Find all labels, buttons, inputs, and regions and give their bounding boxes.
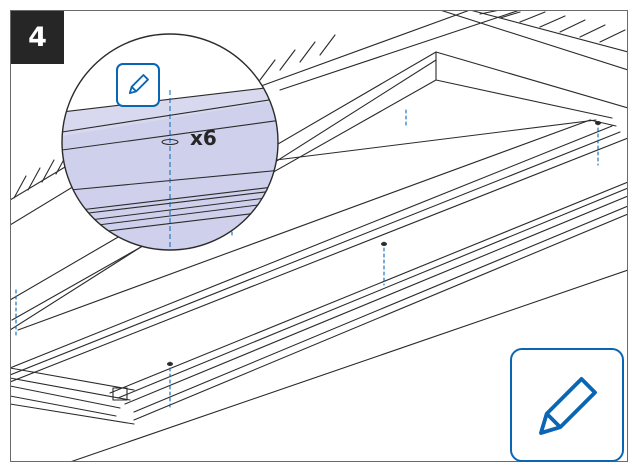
ceiling-edge [249, 10, 628, 91]
detail-magnifier [61, 33, 279, 251]
pencil-icon [510, 348, 624, 462]
screw-markers [169, 109, 599, 409]
quantity-label: x6 [190, 126, 217, 150]
pencil-icon-glyph [128, 74, 149, 95]
step-number-badge: 4 [11, 11, 64, 64]
pencil-icon [116, 63, 160, 107]
screw-heads [167, 121, 601, 366]
pencil-icon-glyph [539, 377, 597, 435]
